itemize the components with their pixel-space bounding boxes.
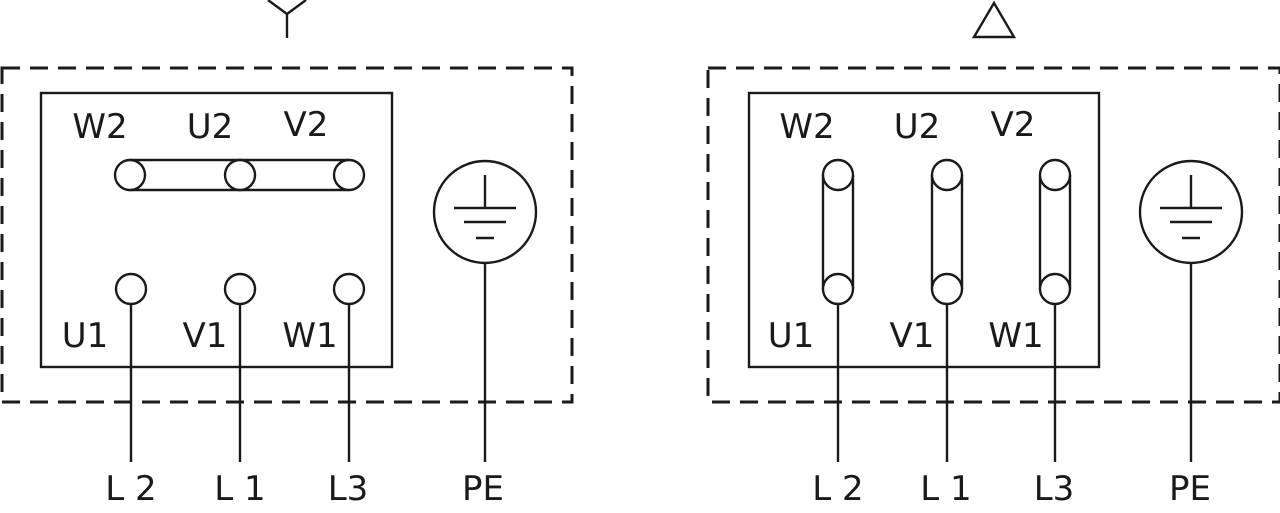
terminal-label-v2: V2 — [991, 105, 1036, 145]
line-label-pe: PE — [1169, 469, 1211, 509]
terminal-u2 — [930, 158, 964, 192]
terminal-w2 — [821, 158, 855, 192]
motor-housing-outline — [0, 66, 574, 404]
delta-connection-diagram: W2 U2 V2 U1 V1 W1 — [706, 0, 1280, 509]
terminal-label-w1: W1 — [282, 316, 337, 356]
star-symbol-icon — [267, 0, 307, 38]
motor-housing-outline — [706, 66, 1280, 404]
terminal-label-v2: V2 — [284, 105, 329, 145]
line-label-l3: L3 — [328, 469, 369, 509]
line-label-l2: L 2 — [812, 469, 863, 509]
terminal-label-u2: U2 — [894, 107, 941, 147]
terminal-label-u1: U1 — [768, 316, 815, 356]
delta-bridge-v — [930, 175, 964, 289]
delta-bridge-u — [821, 175, 855, 289]
terminal-board — [747, 91, 1101, 369]
terminal-label-u2: U2 — [187, 107, 234, 147]
terminal-v1 — [223, 272, 257, 306]
terminal-label-v1: V1 — [183, 316, 228, 356]
terminal-board — [39, 91, 394, 369]
terminal-label-w2: W2 — [779, 107, 834, 147]
terminal-u1 — [821, 272, 855, 306]
ground-icon — [1138, 159, 1244, 265]
terminal-u2 — [223, 158, 257, 192]
line-label-l1: L 1 — [214, 469, 265, 509]
terminal-label-v1: V1 — [890, 316, 935, 356]
ground-icon — [432, 159, 538, 265]
terminal-w2 — [113, 158, 147, 192]
terminal-label-u1: U1 — [62, 316, 109, 356]
terminal-w1 — [1038, 272, 1072, 306]
delta-bridge-w — [1038, 175, 1072, 289]
line-label-l3: L3 — [1034, 469, 1075, 509]
terminal-v2 — [1038, 158, 1072, 192]
terminal-v2 — [332, 158, 366, 192]
terminal-u1 — [114, 272, 148, 306]
line-label-l2: L 2 — [105, 469, 156, 509]
terminal-label-w1: W1 — [988, 316, 1043, 356]
terminal-v1 — [930, 272, 964, 306]
delta-symbol-icon — [971, 0, 1017, 39]
terminal-w1 — [332, 272, 366, 306]
terminal-label-w2: W2 — [72, 107, 127, 147]
star-connection-diagram: W2 U2 V2 U1 V1 W1 L 2 — [0, 0, 574, 509]
line-label-l1: L 1 — [920, 469, 971, 509]
line-label-pe: PE — [462, 469, 504, 509]
